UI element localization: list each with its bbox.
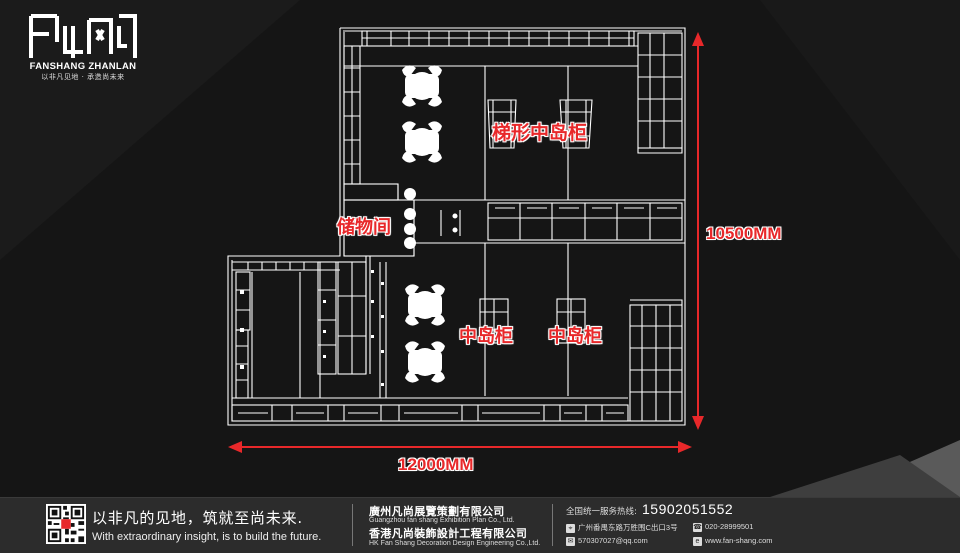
dimension-width: 12000MM [398,455,474,474]
company-name-cn-1: 廣州凡尚展覽策劃有限公司 [369,505,505,518]
label-island-cabinet-1: 中岛柜 [459,326,513,347]
footer-slogan-en: With extraordinary insight, is to build … [92,531,322,543]
trapezoid-island-cabinet-a [487,99,517,149]
label-storage-room: 储物间 [337,217,391,238]
label-island-cabinet-2: 中岛柜 [548,326,602,347]
brand-logo: FANSHANG ZHANLAN 以非凡见地 · 承造尚未来 [22,12,144,81]
table-set-1 [402,65,442,107]
trapezoid-island-cabinet-b [559,99,593,149]
company-name-en-1: Guangzhou fan shang Exhibition Plan Co.,… [369,517,515,524]
footer-divider [552,504,553,546]
table-set-4 [405,341,445,383]
qr-code-icon [46,504,86,544]
dimension-arrows [228,32,704,453]
company-name-en-2: HK Fan Shang Decoration Design Engineeri… [369,540,541,547]
island-cabinet-b [556,298,586,344]
dimension-height: 10500MM [706,224,782,243]
footer-bar: 以非凡的见地，筑就至尚未来. With extraordinary insigh… [0,497,960,553]
table-set-3 [405,284,445,326]
web-icon: e [693,536,702,546]
footer-slogan-cn: 以非凡的见地，筑就至尚未来. [92,509,303,527]
outer-wall [340,27,686,305]
top-shelf-dividers [366,31,630,46]
island-cabinet-a [479,298,509,344]
hotline-number: 15902051552 [642,501,734,517]
contact-phone: ☎020-28999501 [693,522,754,532]
qq-icon: ✉ [566,536,575,546]
phone-icon: ☎ [693,522,702,532]
hotline-label: 全国统一服务热线: [566,507,637,517]
logo-mark-icon [29,14,137,58]
company-name-cn-2: 香港凡尚裝飾設計工程有限公司 [369,527,528,540]
contact-qq: ✉570307027@qq.com [566,536,648,546]
logo-name: FANSHANG ZHANLAN [29,61,137,72]
stools [404,188,416,249]
logo-slogan: 以非凡见地 · 承造尚未来 [41,73,125,81]
label-trapezoid-island-cabinet: 梯形中岛柜 [492,122,588,144]
footer-divider [352,504,353,546]
table-set-2 [402,121,442,163]
contact-address: ⌖广州番禺东路万胜围C出口3号 [566,522,678,533]
location-icon: ⌖ [566,523,575,533]
